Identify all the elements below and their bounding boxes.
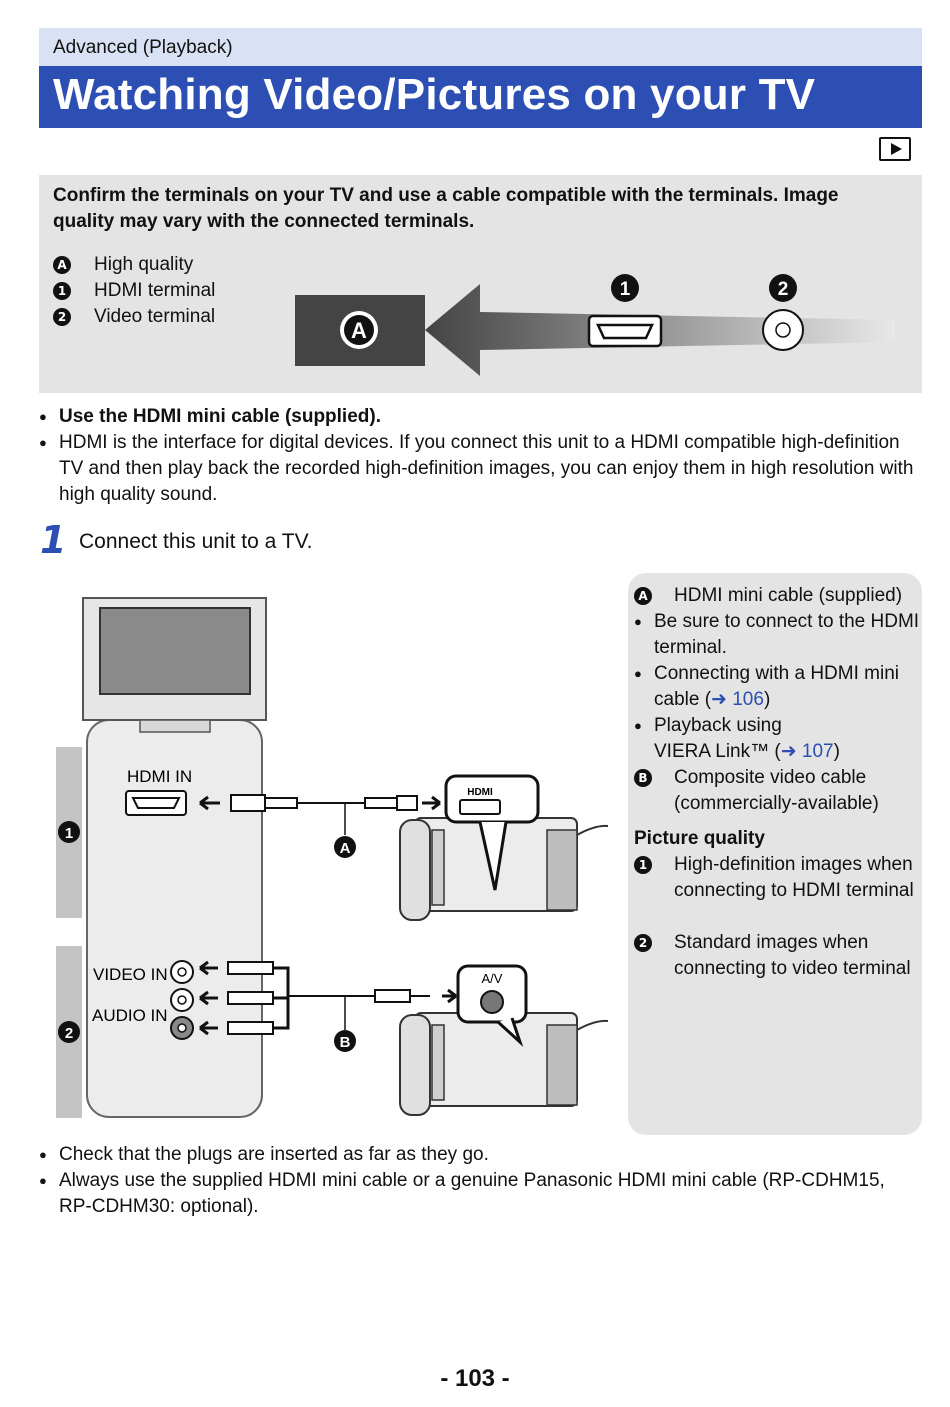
- marker-1-label: 1: [620, 279, 631, 300]
- list-item: Check that the plugs are inserted as far…: [39, 1142, 919, 1168]
- row-1-icon: [58, 821, 80, 843]
- picture-quality-heading: Picture quality: [634, 828, 765, 849]
- audio-in-label: AUDIO IN: [92, 1006, 168, 1025]
- side-item-label: High-definition images when connecting t…: [674, 854, 914, 901]
- row-2-icon: [58, 1021, 80, 1043]
- step-number: 1: [40, 518, 67, 562]
- marker-2-icon: 2: [634, 933, 652, 952]
- side-item-pq-1: 1 High-definition images when connecting…: [634, 852, 924, 901]
- legend-item-hdmi-terminal: 1 HDMI terminal: [53, 278, 215, 304]
- av-port-callout: A/V: [456, 964, 528, 1047]
- page-number: - 103 -: [440, 1365, 510, 1392]
- list-item: HDMI is the interface for digital device…: [39, 430, 919, 508]
- page-title: Watching Video/Pictures on your TV: [39, 66, 922, 128]
- rca-plug-icon: [227, 991, 274, 1005]
- legend-label: High quality: [94, 254, 194, 275]
- side-bullet-text: Be sure to connect to the HDMI terminal.: [654, 611, 920, 658]
- marker-1-icon: [611, 274, 639, 302]
- side-item-cable-b: B Composite video cable (commercially-av…: [634, 765, 924, 814]
- page-106-link[interactable]: ➜ 106: [711, 689, 764, 710]
- rca-plug-icon: [227, 961, 274, 975]
- intro-bullet-list: Use the HDMI mini cable (supplied). HDMI…: [39, 404, 919, 508]
- camera-icon: [399, 1012, 609, 1116]
- marker-2-label: 2: [778, 279, 789, 300]
- marker-1-icon: 1: [53, 281, 71, 300]
- side-bullet-text: Connecting with a HDMI mini cable (➜ 106…: [654, 663, 899, 710]
- hdmi-in-label: HDMI IN: [127, 767, 192, 786]
- info-box-text: Confirm the terminals on your TV and use…: [53, 185, 839, 232]
- marker-2-icon: [769, 274, 797, 302]
- marker-a-label: A: [351, 318, 367, 343]
- cable-b-icon: [334, 1030, 356, 1052]
- side-item-label: HDMI mini cable (supplied): [674, 585, 903, 606]
- notes-list: Check that the plugs are inserted as far…: [39, 1142, 919, 1220]
- row-2-label: 2: [65, 1025, 73, 1042]
- marker-1-icon: 1: [634, 855, 652, 874]
- rca-plug-icon: [227, 1021, 274, 1035]
- hdmi-mini-plug-icon: [396, 795, 418, 811]
- av-port-label: A/V: [482, 971, 503, 986]
- row-1-label: 1: [65, 825, 73, 842]
- side-item-label: Standard images when connecting to video…: [674, 932, 911, 979]
- marker-a-icon: A: [634, 586, 652, 605]
- cable-a-icon: [334, 836, 356, 858]
- legend-label: Video terminal: [94, 306, 216, 327]
- hdmi-port-label: HDMI: [467, 787, 493, 798]
- cable-a-label: A: [340, 840, 351, 857]
- side-item-label: Composite video cable (commercially-avai…: [674, 767, 879, 814]
- list-item: Always use the supplied HDMI mini cable …: [39, 1168, 919, 1220]
- marker-b-icon: B: [634, 768, 652, 787]
- quality-diagram: A 1 2: [295, 274, 895, 376]
- legend-item-high-quality: A High quality: [53, 252, 193, 278]
- legend-item-video-terminal: 2 Video terminal: [53, 304, 215, 330]
- connection-diagram: 1 2 HDMI IN A HDMI VIDEO IN AUDIO IN: [56, 597, 609, 1118]
- cable-b-label: B: [340, 1034, 351, 1051]
- list-item: Use the HDMI mini cable (supplied).: [39, 404, 919, 430]
- hdmi-plug-icon: [230, 794, 266, 812]
- playback-mode-icon: [879, 137, 911, 161]
- hdmi-port-callout: HDMI: [444, 774, 540, 891]
- av-plug-icon: [374, 989, 411, 1003]
- side-panel: [628, 573, 922, 1135]
- section-label: Advanced (Playback): [39, 28, 922, 66]
- video-in-label: VIDEO IN: [93, 965, 168, 984]
- page-107-link[interactable]: ➜ 107: [780, 741, 834, 762]
- marker-a-icon: A: [53, 255, 71, 274]
- side-item-cable-a: A HDMI mini cable (supplied): [634, 583, 924, 609]
- step-text: Connect this unit to a TV.: [79, 530, 313, 553]
- side-item-pq-2: 2 Standard images when connecting to vid…: [634, 930, 924, 979]
- marker-2-icon: 2: [53, 307, 71, 326]
- legend-label: HDMI terminal: [94, 280, 216, 301]
